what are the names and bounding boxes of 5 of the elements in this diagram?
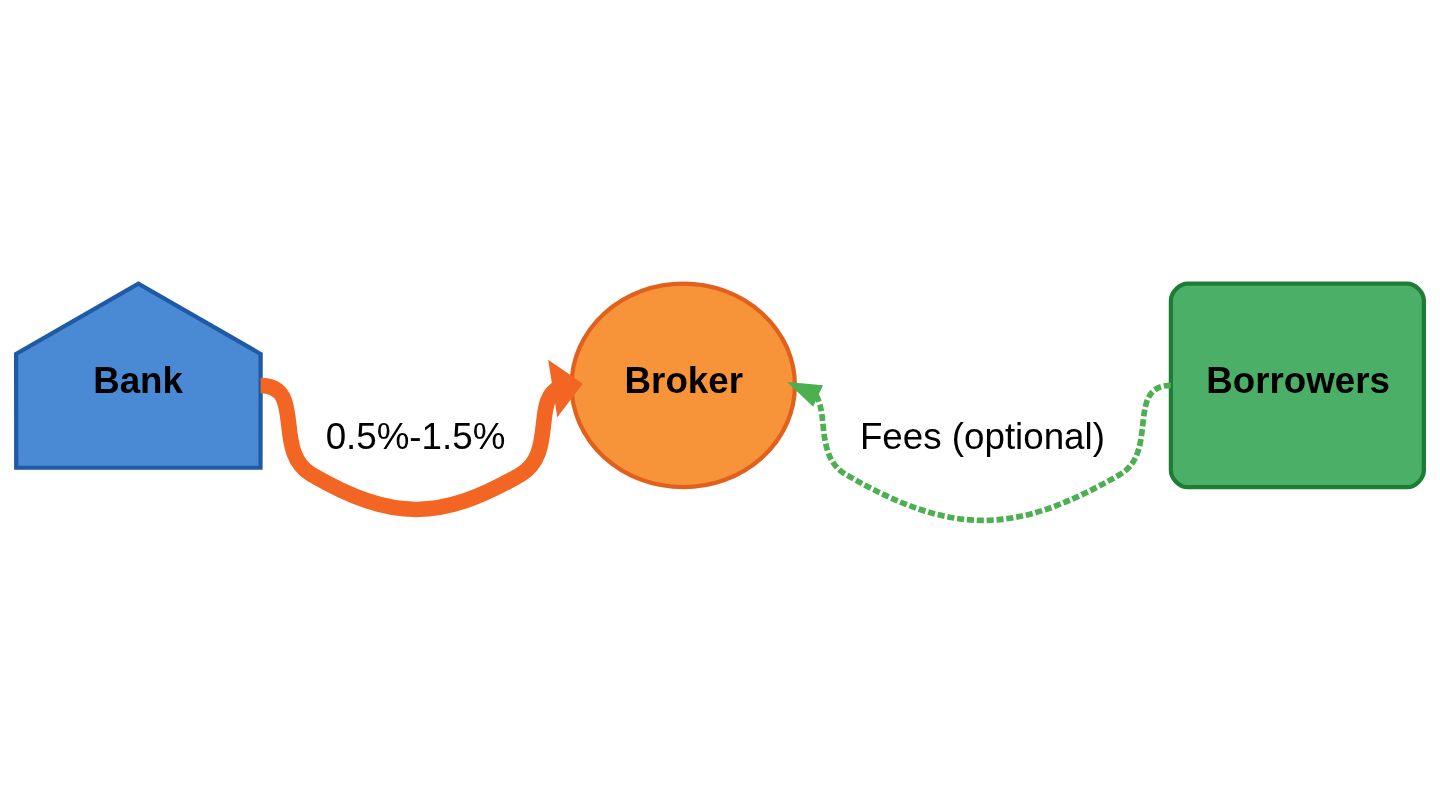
edge-label: 0.5%-1.5% — [325, 416, 506, 458]
node-circle: Broker — [569, 281, 798, 490]
node-box: Borrowers — [1168, 281, 1426, 490]
edge-label: Fees (optional) — [859, 416, 1105, 458]
arrow — [259, 359, 583, 518]
